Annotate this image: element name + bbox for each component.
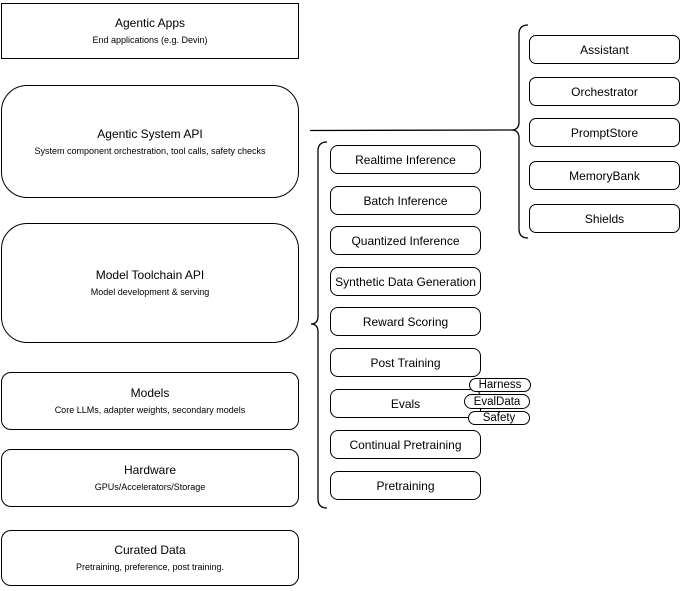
layer-title: Hardware <box>123 463 177 477</box>
components-brace <box>511 24 529 239</box>
service-batch-inference: Batch Inference <box>330 186 481 215</box>
layer-agentic-apps: Agentic Apps End applications (e.g. Devi… <box>1 3 299 59</box>
service-pretraining: Pretraining <box>330 471 481 500</box>
layer-title: Agentic Apps <box>114 16 186 30</box>
component-memorybank: MemoryBank <box>529 161 680 190</box>
layer-hardware: Hardware GPUs/Accelerators/Storage <box>1 449 299 507</box>
service-evals: Evals <box>330 389 481 418</box>
service-quantized-inference: Quantized Inference <box>330 226 481 255</box>
tag-harness: Harness <box>469 378 531 392</box>
system-api-connector-line <box>309 129 512 132</box>
tag-safety: Safety <box>468 411 530 425</box>
layer-subtitle: End applications (e.g. Devin) <box>92 35 208 45</box>
layer-model-toolchain-api: Model Toolchain API Model development & … <box>1 223 299 343</box>
layer-agentic-system-api: Agentic System API System component orch… <box>1 85 299 198</box>
layer-subtitle: GPUs/Accelerators/Storage <box>94 482 206 492</box>
layer-subtitle: Model development & serving <box>90 287 210 297</box>
component-promptstore: PromptStore <box>529 118 680 147</box>
tag-evaldata: EvalData <box>464 394 530 409</box>
layer-subtitle: System component orchestration, tool cal… <box>34 145 266 156</box>
service-post-training: Post Training <box>330 348 481 377</box>
service-realtime-inference: Realtime Inference <box>330 145 481 174</box>
toolchain-brace <box>310 141 328 509</box>
layer-title: Agentic System API <box>97 126 203 141</box>
layer-title: Curated Data <box>114 543 186 557</box>
service-continual-pretraining: Continual Pretraining <box>330 430 481 459</box>
layer-subtitle: Core LLMs, adapter weights, secondary mo… <box>54 405 246 415</box>
component-orchestrator: Orchestrator <box>529 77 680 106</box>
service-reward-scoring: Reward Scoring <box>330 307 481 336</box>
component-assistant: Assistant <box>529 35 680 64</box>
service-synthetic-data-generation: Synthetic Data Generation <box>330 267 481 296</box>
layer-curated-data: Curated Data Pretraining, preference, po… <box>1 530 299 586</box>
layer-title: Models <box>130 386 170 400</box>
layer-models: Models Core LLMs, adapter weights, secon… <box>1 372 299 430</box>
layer-subtitle: Pretraining, preference, post training. <box>75 562 225 572</box>
component-shields: Shields <box>529 204 680 233</box>
layer-title: Model Toolchain API <box>95 268 205 282</box>
